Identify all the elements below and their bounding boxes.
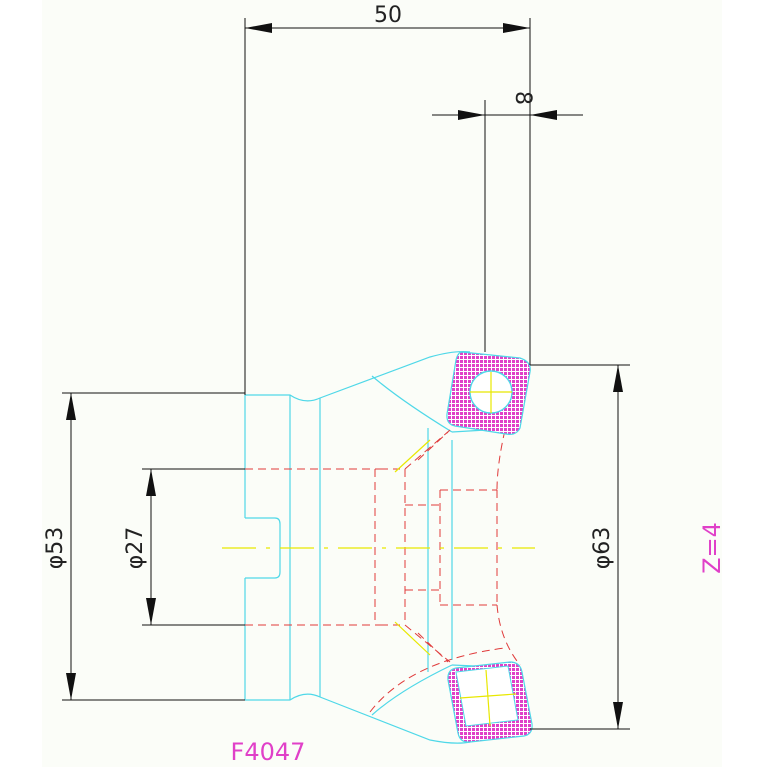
- teeth-count-label: Z=4: [698, 522, 726, 574]
- shank-diameter-label: φ53: [43, 527, 68, 570]
- chamfer-center-line-lower: [394, 621, 431, 656]
- insert-top: [446, 351, 531, 435]
- dimension-overall-length: 50: [244, 3, 531, 395]
- dimension-shank-diameter: φ53: [43, 392, 245, 701]
- cutting-diameter-label: φ63: [590, 527, 615, 570]
- dimension-bore-diameter: φ27: [123, 468, 245, 626]
- bore-diameter-label: φ27: [123, 527, 148, 570]
- cutter-body-outline: [244, 350, 521, 744]
- dimension-insert-offset: 8: [432, 91, 583, 352]
- hidden-bore-lines: [245, 429, 521, 713]
- insert-offset-label: 8: [510, 91, 535, 105]
- overall-length-label: 50: [374, 3, 402, 28]
- dimension-cutting-diameter: φ63: [530, 364, 630, 730]
- insert-bottom: [447, 661, 533, 743]
- part-number-label: F4047: [231, 738, 306, 766]
- chamfer-center-line: [394, 439, 431, 473]
